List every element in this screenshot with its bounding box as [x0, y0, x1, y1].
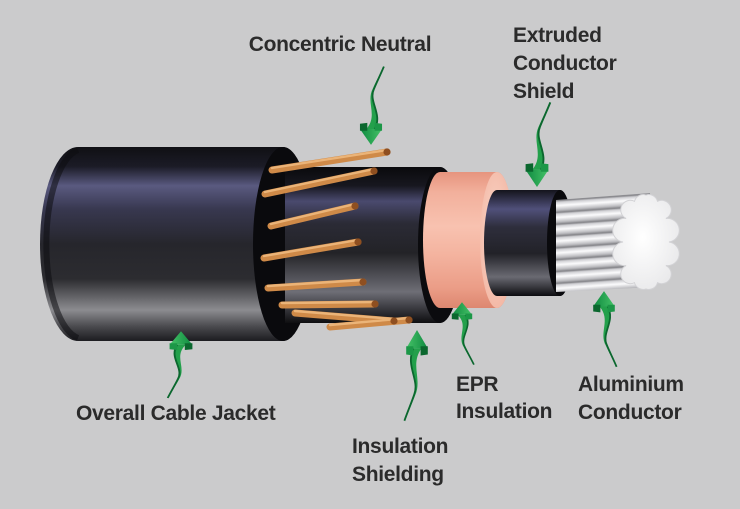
label-line: Insulation: [456, 400, 553, 423]
overall-cable-jacket-graphic: [40, 147, 313, 341]
label-line: EPR: [456, 373, 499, 396]
label-line: Conductor: [513, 52, 617, 75]
label-overall-cable-jacket: Overall Cable Jacket: [76, 400, 276, 428]
label-line: Shield: [513, 80, 575, 103]
label-line: Extruded: [513, 24, 602, 47]
label-insulation-shielding: Insulation Shielding: [352, 433, 448, 489]
label-line: Aluminium: [578, 373, 684, 396]
label-line: Insulation: [352, 435, 449, 458]
concentric-neutral-wires: [260, 148, 413, 331]
label-concentric-neutral: Concentric Neutral: [235, 31, 445, 59]
label-epr-insulation: EPR Insulation: [456, 371, 552, 425]
aluminium-conductor-graphic: [556, 193, 680, 292]
label-line: Overall Cable Jacket: [76, 402, 276, 425]
label-line: Conductor: [578, 401, 682, 424]
label-line: Shielding: [352, 463, 444, 486]
label-aluminium-conductor: Aluminium Conductor: [578, 371, 684, 427]
label-extruded-conductor-shield: Extruded Conductor Shield: [513, 22, 617, 106]
label-line: Concentric Neutral: [248, 33, 432, 56]
